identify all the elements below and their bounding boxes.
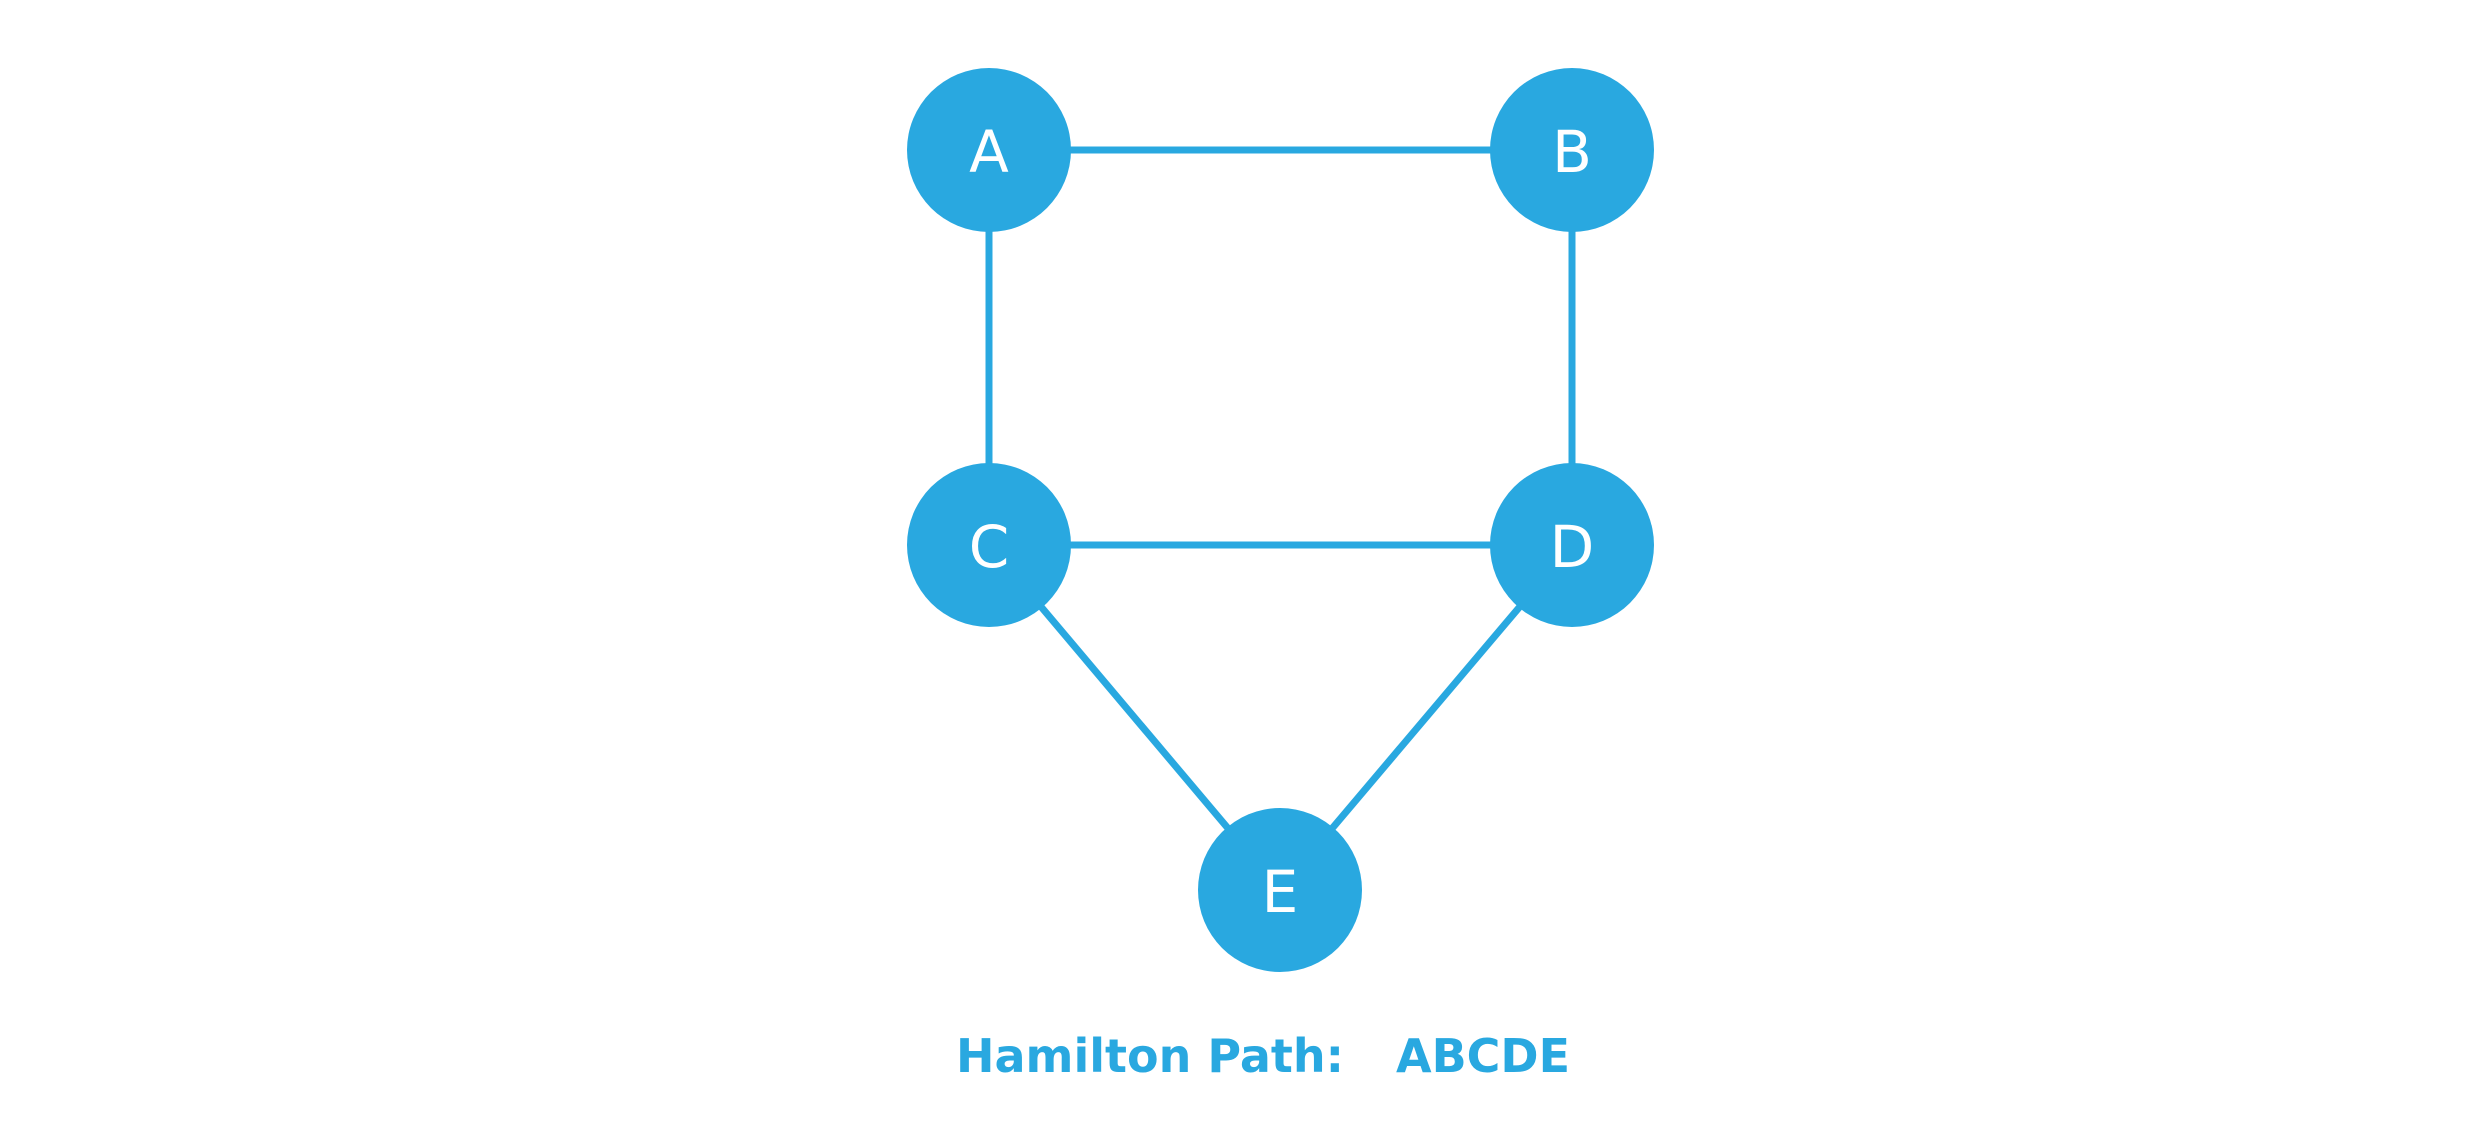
node-a-circle[interactable] <box>907 68 1071 232</box>
node-e-circle[interactable] <box>1198 808 1362 972</box>
node-c-circle[interactable] <box>907 463 1071 627</box>
node-d-circle[interactable] <box>1490 463 1654 627</box>
node-d-label: D <box>1550 513 1595 581</box>
edge-group <box>985 146 1576 893</box>
node-a-label: A <box>969 118 1009 186</box>
caption-path-value: ABCDE <box>1396 1029 1571 1083</box>
node-c[interactable]: C <box>907 463 1071 627</box>
node-b-circle[interactable] <box>1490 68 1654 232</box>
node-group: A B C D E <box>907 68 1654 972</box>
node-d[interactable]: D <box>1490 463 1654 627</box>
node-e[interactable]: E <box>1198 808 1362 972</box>
hamilton-path-caption: Hamilton Path: ABCDE <box>0 1026 2481 1086</box>
node-b[interactable]: B <box>1490 68 1654 232</box>
caption-prefix: Hamilton Path: <box>956 1029 1345 1083</box>
node-a[interactable]: A <box>907 68 1071 232</box>
node-c-label: C <box>969 513 1010 581</box>
node-b-label: B <box>1552 118 1592 186</box>
node-e-label: E <box>1262 858 1299 926</box>
